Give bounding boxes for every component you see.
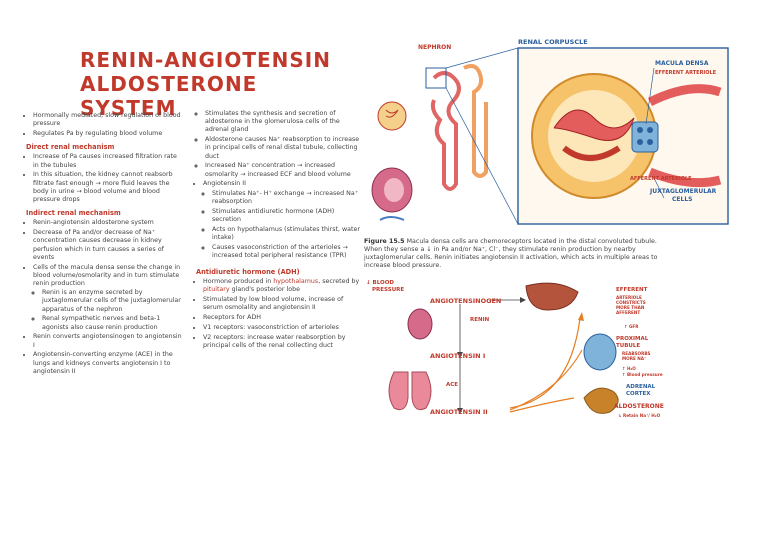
label-pressure: Pressure <box>372 287 405 293</box>
label-efferent: Efferent <box>616 287 648 293</box>
list-item: V2 receptors: increase water reabsorptio… <box>203 334 361 350</box>
list-item: Increase of Pa causes increased filtrati… <box>33 153 184 169</box>
direct-heading: Direct renal mechanism <box>26 143 115 152</box>
list-item: Renin-angiotensin aldosterone system <box>33 219 184 227</box>
direct-list: Increase of Pa causes increased filtrati… <box>26 153 184 204</box>
intro-list: Hormonally mediated, slow regulation of … <box>26 112 184 138</box>
list-item: Receptors for ADH <box>203 314 361 322</box>
arrow-to-adrenal <box>509 397 575 413</box>
text-span: gland's posterior lobe <box>229 286 300 294</box>
list-item: Angiotensin II Stimulates Na⁺- H⁺ exchan… <box>203 180 361 260</box>
list-item: Causes vasoconstriction of the arteriole… <box>212 244 361 260</box>
list-item-text: Angiotensin II <box>203 180 246 188</box>
kidney-inner <box>384 178 404 202</box>
label-ace: ACE <box>446 382 459 388</box>
lungs-illustration <box>388 371 409 411</box>
caption-label: Figure 15.5 <box>364 238 405 245</box>
indirect-list: Renin-angiotensin aldosterone system Dec… <box>26 219 184 376</box>
label-tubule-sub: Reabsorbs more Na⁺ <box>622 351 651 361</box>
label-efferent-sub: arteriole constricts more than afferent <box>616 295 646 315</box>
figure-raas-flow <box>388 282 619 414</box>
collecting-duct <box>463 64 488 178</box>
list-item: Increased Na⁺ concentration → increased … <box>205 162 361 178</box>
arrow-to-efferent <box>509 317 581 409</box>
sub-list-a: Stimulates the synthesis and secretion o… <box>196 110 361 179</box>
label-aldosterone: Aldosterone <box>614 403 664 410</box>
label-blood: ↓ Blood <box>366 280 394 286</box>
liver-illustration <box>525 282 579 311</box>
list-item: Acts on hypothalamus (stimulates thirst,… <box>212 226 361 242</box>
label-gfr: ↑ GFR <box>624 324 639 329</box>
list-item: Renin is an enzyme secreted by juxtaglom… <box>42 289 184 314</box>
caption-text: Macula densa cells are chemoreceptors lo… <box>364 238 658 269</box>
label-cortex: Cortex <box>626 391 651 397</box>
list-item: Stimulates antidiuretic hormone (ADH) se… <box>212 208 361 224</box>
list-item: Regulates Pa by regulating blood volume <box>33 130 184 138</box>
label-cells: Cells <box>672 196 693 203</box>
column-2: Stimulates the synthesis and secretion o… <box>196 110 361 352</box>
list-item: Renin converts angiotensinogen to angiot… <box>33 333 184 349</box>
label-angiotensinogen: Angiotensinogen <box>430 297 502 305</box>
label-renin: Renin <box>470 317 490 323</box>
afferent-vessel <box>648 167 722 188</box>
label-macula-densa: Macula densa <box>655 60 709 67</box>
list-item: Renal sympathetic nerves and beta-1 agon… <box>42 315 184 331</box>
list-item: Stimulates Na⁺- H⁺ exchange → increased … <box>212 190 361 206</box>
label-adrenal: Adrenal <box>626 384 656 390</box>
adh-list: Hormone produced in hypothalamus, secret… <box>196 278 361 350</box>
label-renal-corpuscle: Renal corpuscle <box>518 38 588 46</box>
list-item: Aldosterone causes Na⁺ reabsorption to i… <box>205 136 361 161</box>
list-item: V1 receptors: vasoconstriction of arteri… <box>203 324 361 332</box>
column-1: Hormonally mediated, slow regulation of … <box>26 112 184 378</box>
figure-nephron <box>371 47 729 225</box>
list-item: Cells of the macula densa sense the chan… <box>33 264 184 332</box>
label-proximal: Proximal <box>616 336 649 342</box>
list-item: Stimulates the synthesis and secretion o… <box>205 110 361 135</box>
label-h2o: ↑ H₂O <box>622 366 636 371</box>
list-item: Stimulated by low blood volume, increase… <box>203 296 361 312</box>
text-span: Hormone produced in <box>203 278 274 286</box>
label-juxtaglomerular: Juxtaglomerular <box>650 188 717 195</box>
label-efferent-arteriole: Efferent arteriole <box>655 70 717 76</box>
highlight-hypothalamus: hypothalamus <box>273 278 319 286</box>
page-title: Renin-Angiotensin Aldosterone System <box>80 48 331 120</box>
label-tubule: Tubule <box>616 343 641 349</box>
text-span: , secreted by <box>318 278 360 286</box>
highlight-pituitary: pituitary <box>203 286 230 294</box>
label-angiotensin-ii: Angiotensin II <box>430 408 488 416</box>
sub-list-b: Stimulates Na⁺- H⁺ exchange → increased … <box>203 190 361 260</box>
macula-densa-cells <box>631 121 659 153</box>
list-item-text: Cells of the macula densa sense the chan… <box>33 263 181 288</box>
indirect-heading: Indirect renal mechanism <box>26 209 121 218</box>
list-item: Angiotensin-converting enzyme (ACE) in t… <box>33 351 184 376</box>
kidney-icon <box>407 308 433 340</box>
figure-caption: Figure 15.5 Macula densa cells are chemo… <box>364 238 664 270</box>
ureter-line <box>379 216 405 221</box>
label-afferent-arteriole: Afferent arteriole <box>630 176 692 182</box>
list-item: Hormone produced in hypothalamus, secret… <box>203 278 361 294</box>
label-nephron: Nephron <box>418 44 452 51</box>
label-angiotensin-i: Angiotensin I <box>430 352 486 360</box>
efferent-vessel <box>647 84 722 107</box>
list-item: Hormonally mediated, slow regulation of … <box>33 112 184 128</box>
arrow-to-tubule <box>509 349 583 411</box>
adrenal-illustration <box>583 387 619 414</box>
indirect-sub-list: Renin is an enzyme secreted by juxtaglom… <box>33 289 184 332</box>
list-item: Decrease of Pa and/or decrease of Na⁺ co… <box>33 229 184 262</box>
label-bp-up: ↑ Blood pressure <box>622 372 663 377</box>
adh-heading: Antidiuretic hormone (ADH) <box>196 268 300 277</box>
list-item: In this situation, the kidney cannot rea… <box>33 171 184 204</box>
angiotensin-ii-list: Angiotensin II Stimulates Na⁺- H⁺ exchan… <box>196 180 361 260</box>
proximal-tubule-illustration <box>583 333 617 371</box>
nephron-tubule <box>430 71 461 191</box>
label-retain: ↳ Retain Na⁺/ H₂O <box>618 413 661 418</box>
zoom-box <box>425 67 447 89</box>
